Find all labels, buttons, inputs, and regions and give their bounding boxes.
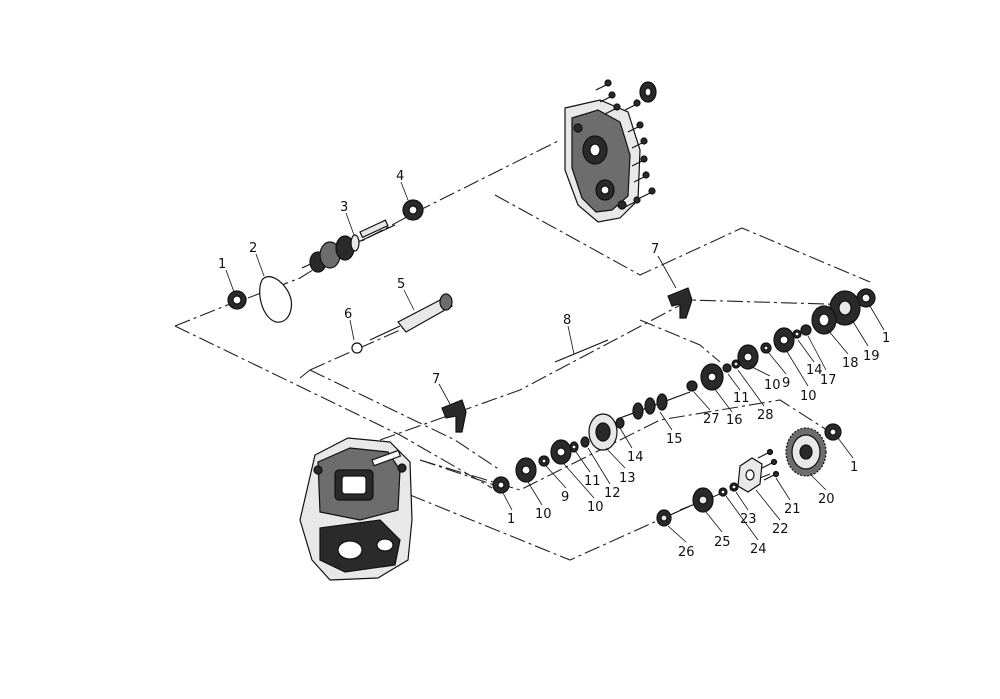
callout-1-bearing-bottom: 1 (507, 512, 515, 527)
plate-and-bolts (737, 448, 780, 493)
callout-5-shift-shaft: 5 (397, 277, 405, 292)
callout-27-washer: 27 (703, 412, 720, 427)
callout-16-gear: 16 (726, 413, 743, 428)
bearing-top-part (402, 199, 424, 221)
callout-1-bearing-right: 1 (850, 460, 858, 475)
callout-17-washer: 17 (820, 373, 837, 388)
callout-15-output-shaft: 15 (666, 432, 683, 447)
callout-8-rod: 8 (563, 313, 571, 328)
callout-22-plate: 22 (772, 522, 789, 537)
callout-10-gear-lower: 10 (587, 500, 604, 515)
callout-1-bearing-upper-right: 1 (882, 331, 890, 346)
pinion-part (656, 505, 691, 527)
callout-28-washer: 28 (757, 408, 774, 423)
callout-11-washer-lower: 11 (584, 474, 601, 489)
cover-bolts (595, 79, 656, 208)
ring-gear-part (785, 427, 827, 477)
callout-13-gear: 13 (619, 471, 636, 486)
callout-9-washer-upper: 9 (782, 376, 790, 391)
rod-part (554, 339, 609, 363)
drive-belt-part (259, 276, 293, 323)
shift-fork-upper-part (667, 287, 693, 319)
callout-23-washer: 23 (740, 512, 757, 527)
input-shaft-part (301, 219, 396, 273)
o-ring-part (351, 342, 363, 354)
shift-shaft-part (369, 293, 453, 341)
callout-10-gear-mid: 10 (764, 378, 781, 393)
gear-case-lower (299, 437, 413, 581)
lower-gear-stack (492, 413, 618, 494)
callout-2-drive-belt: 2 (249, 241, 257, 256)
leader-lines (225, 181, 885, 543)
callout-11-washer-upper: 11 (733, 391, 750, 406)
callout-20-ring-gear: 20 (818, 492, 835, 507)
callout-19-gear: 19 (863, 349, 880, 364)
callout-10-gear-bottom: 10 (535, 507, 552, 522)
callouts: 1 2 3 4 5 6 7 8 7 1 19 18 17 14 10 9 10 … (218, 169, 890, 560)
callout-1-bearing-left: 1 (218, 257, 226, 272)
callout-25-gear: 25 (714, 535, 731, 550)
callout-4-bearing-top: 4 (396, 169, 404, 184)
callout-14-washer-upper: 14 (806, 363, 823, 378)
upper-gear-stack (686, 288, 876, 392)
callout-7-shift-fork-lower: 7 (432, 372, 440, 387)
case-cover-upper (564, 81, 657, 223)
callout-7-shift-fork-upper: 7 (651, 242, 659, 257)
shift-fork-lower-part (441, 399, 467, 433)
callout-10-gear-upper: 10 (800, 389, 817, 404)
callout-14-washer-lower: 14 (627, 450, 644, 465)
bearing-right-part (824, 423, 842, 441)
bearing-left-part (227, 290, 247, 310)
callout-9-washer-lower: 9 (561, 490, 569, 505)
callout-26-pinion: 26 (678, 545, 695, 560)
output-shaft-part (615, 391, 691, 429)
callout-21-bolt: 21 (784, 502, 801, 517)
callout-24-washer: 24 (750, 542, 767, 557)
callout-6-o-ring: 6 (344, 307, 352, 322)
callout-12-washer: 12 (604, 486, 621, 501)
callout-18-gear: 18 (842, 356, 859, 371)
callout-3-input-shaft: 3 (340, 200, 348, 215)
lower-washers-and-gear (692, 482, 739, 513)
